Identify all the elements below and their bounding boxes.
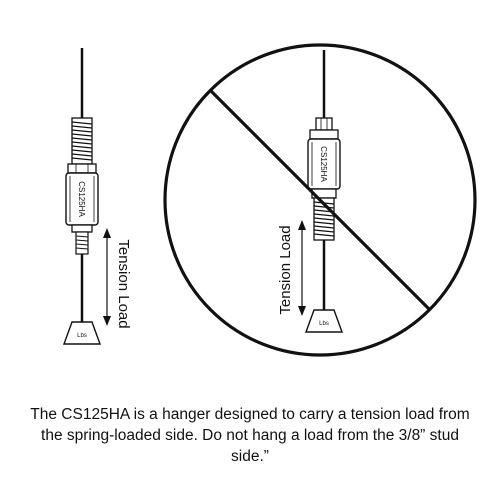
left-weight-label: Lbs <box>77 333 87 339</box>
left-stud <box>75 231 89 255</box>
left-threaded-rod <box>71 117 93 165</box>
right-tension-label: Tension Load <box>277 225 294 314</box>
no-symbol-icon <box>163 43 477 357</box>
right-figure: CS125HA Lbs <box>163 43 477 357</box>
left-figure: CS125HA Lbs Tension Load <box>63 48 132 345</box>
left-hanger-body: CS125HA <box>65 172 99 226</box>
left-tension-arrow <box>103 228 111 326</box>
right-device-label: CS125HA <box>319 146 328 182</box>
hanger-diagram: CS125HA Lbs Tension Load <box>63 43 477 357</box>
right-tension-arrow <box>298 220 306 316</box>
right-hanger-body: CS125HA <box>307 138 341 190</box>
left-device-label: CS125HA <box>77 181 86 217</box>
right-weight: Lbs <box>305 309 343 333</box>
right-weight-label: Lbs <box>319 321 329 327</box>
caption: The CS125HA is a hanger designed to carr… <box>30 406 470 465</box>
left-weight: Lbs <box>63 321 101 345</box>
left-hex-nut <box>67 163 97 174</box>
left-tension-label: Tension Load <box>115 239 132 328</box>
